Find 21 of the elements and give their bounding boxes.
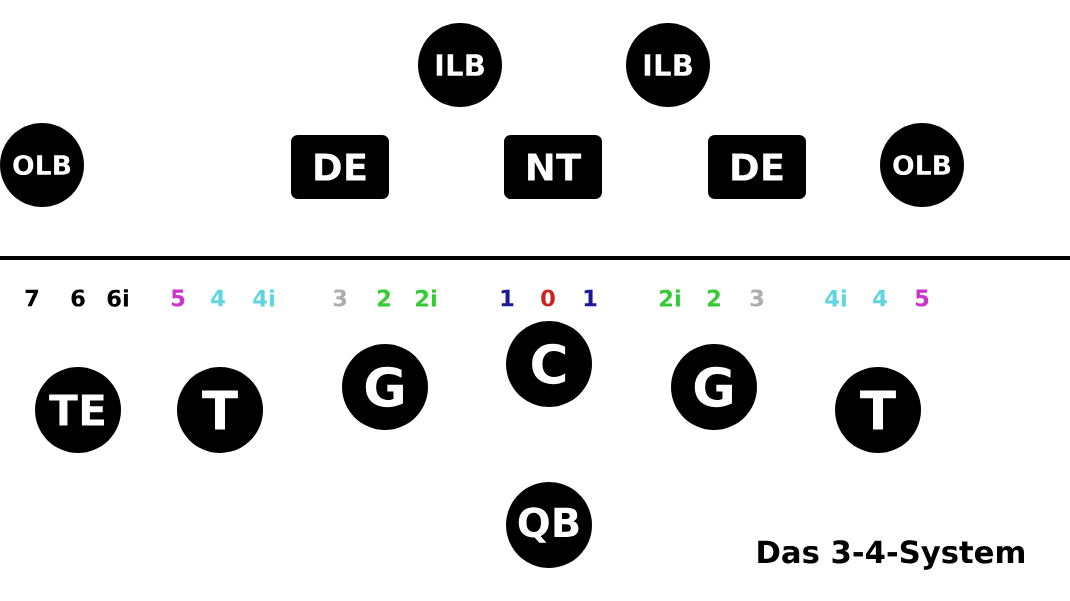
gap-number: 4i: [253, 289, 274, 307]
gap-number: 2i: [660, 289, 680, 307]
gap-number: 6i: [107, 289, 128, 307]
gap-number: 6: [71, 289, 85, 307]
gap-number: 3: [750, 289, 764, 307]
gap-number: 2: [707, 289, 720, 307]
gap-number: 5: [915, 289, 929, 307]
gap-number: 2i: [416, 289, 436, 307]
gap-number: 4i: [825, 289, 846, 307]
player-box: DE: [291, 135, 389, 199]
gap-number: 7: [25, 289, 39, 307]
gap-number: 2: [377, 289, 390, 307]
player-box: NT: [504, 135, 602, 199]
gap-number: 4: [211, 289, 225, 307]
gap-number: 4: [873, 289, 887, 307]
player-box: DE: [708, 135, 806, 199]
gap-number: 3: [333, 289, 347, 307]
gap-number: 5: [171, 289, 185, 307]
gap-number: 1: [501, 289, 514, 307]
caption: Das 3-4-System: [758, 540, 1024, 570]
gap-number: 1: [584, 289, 597, 307]
